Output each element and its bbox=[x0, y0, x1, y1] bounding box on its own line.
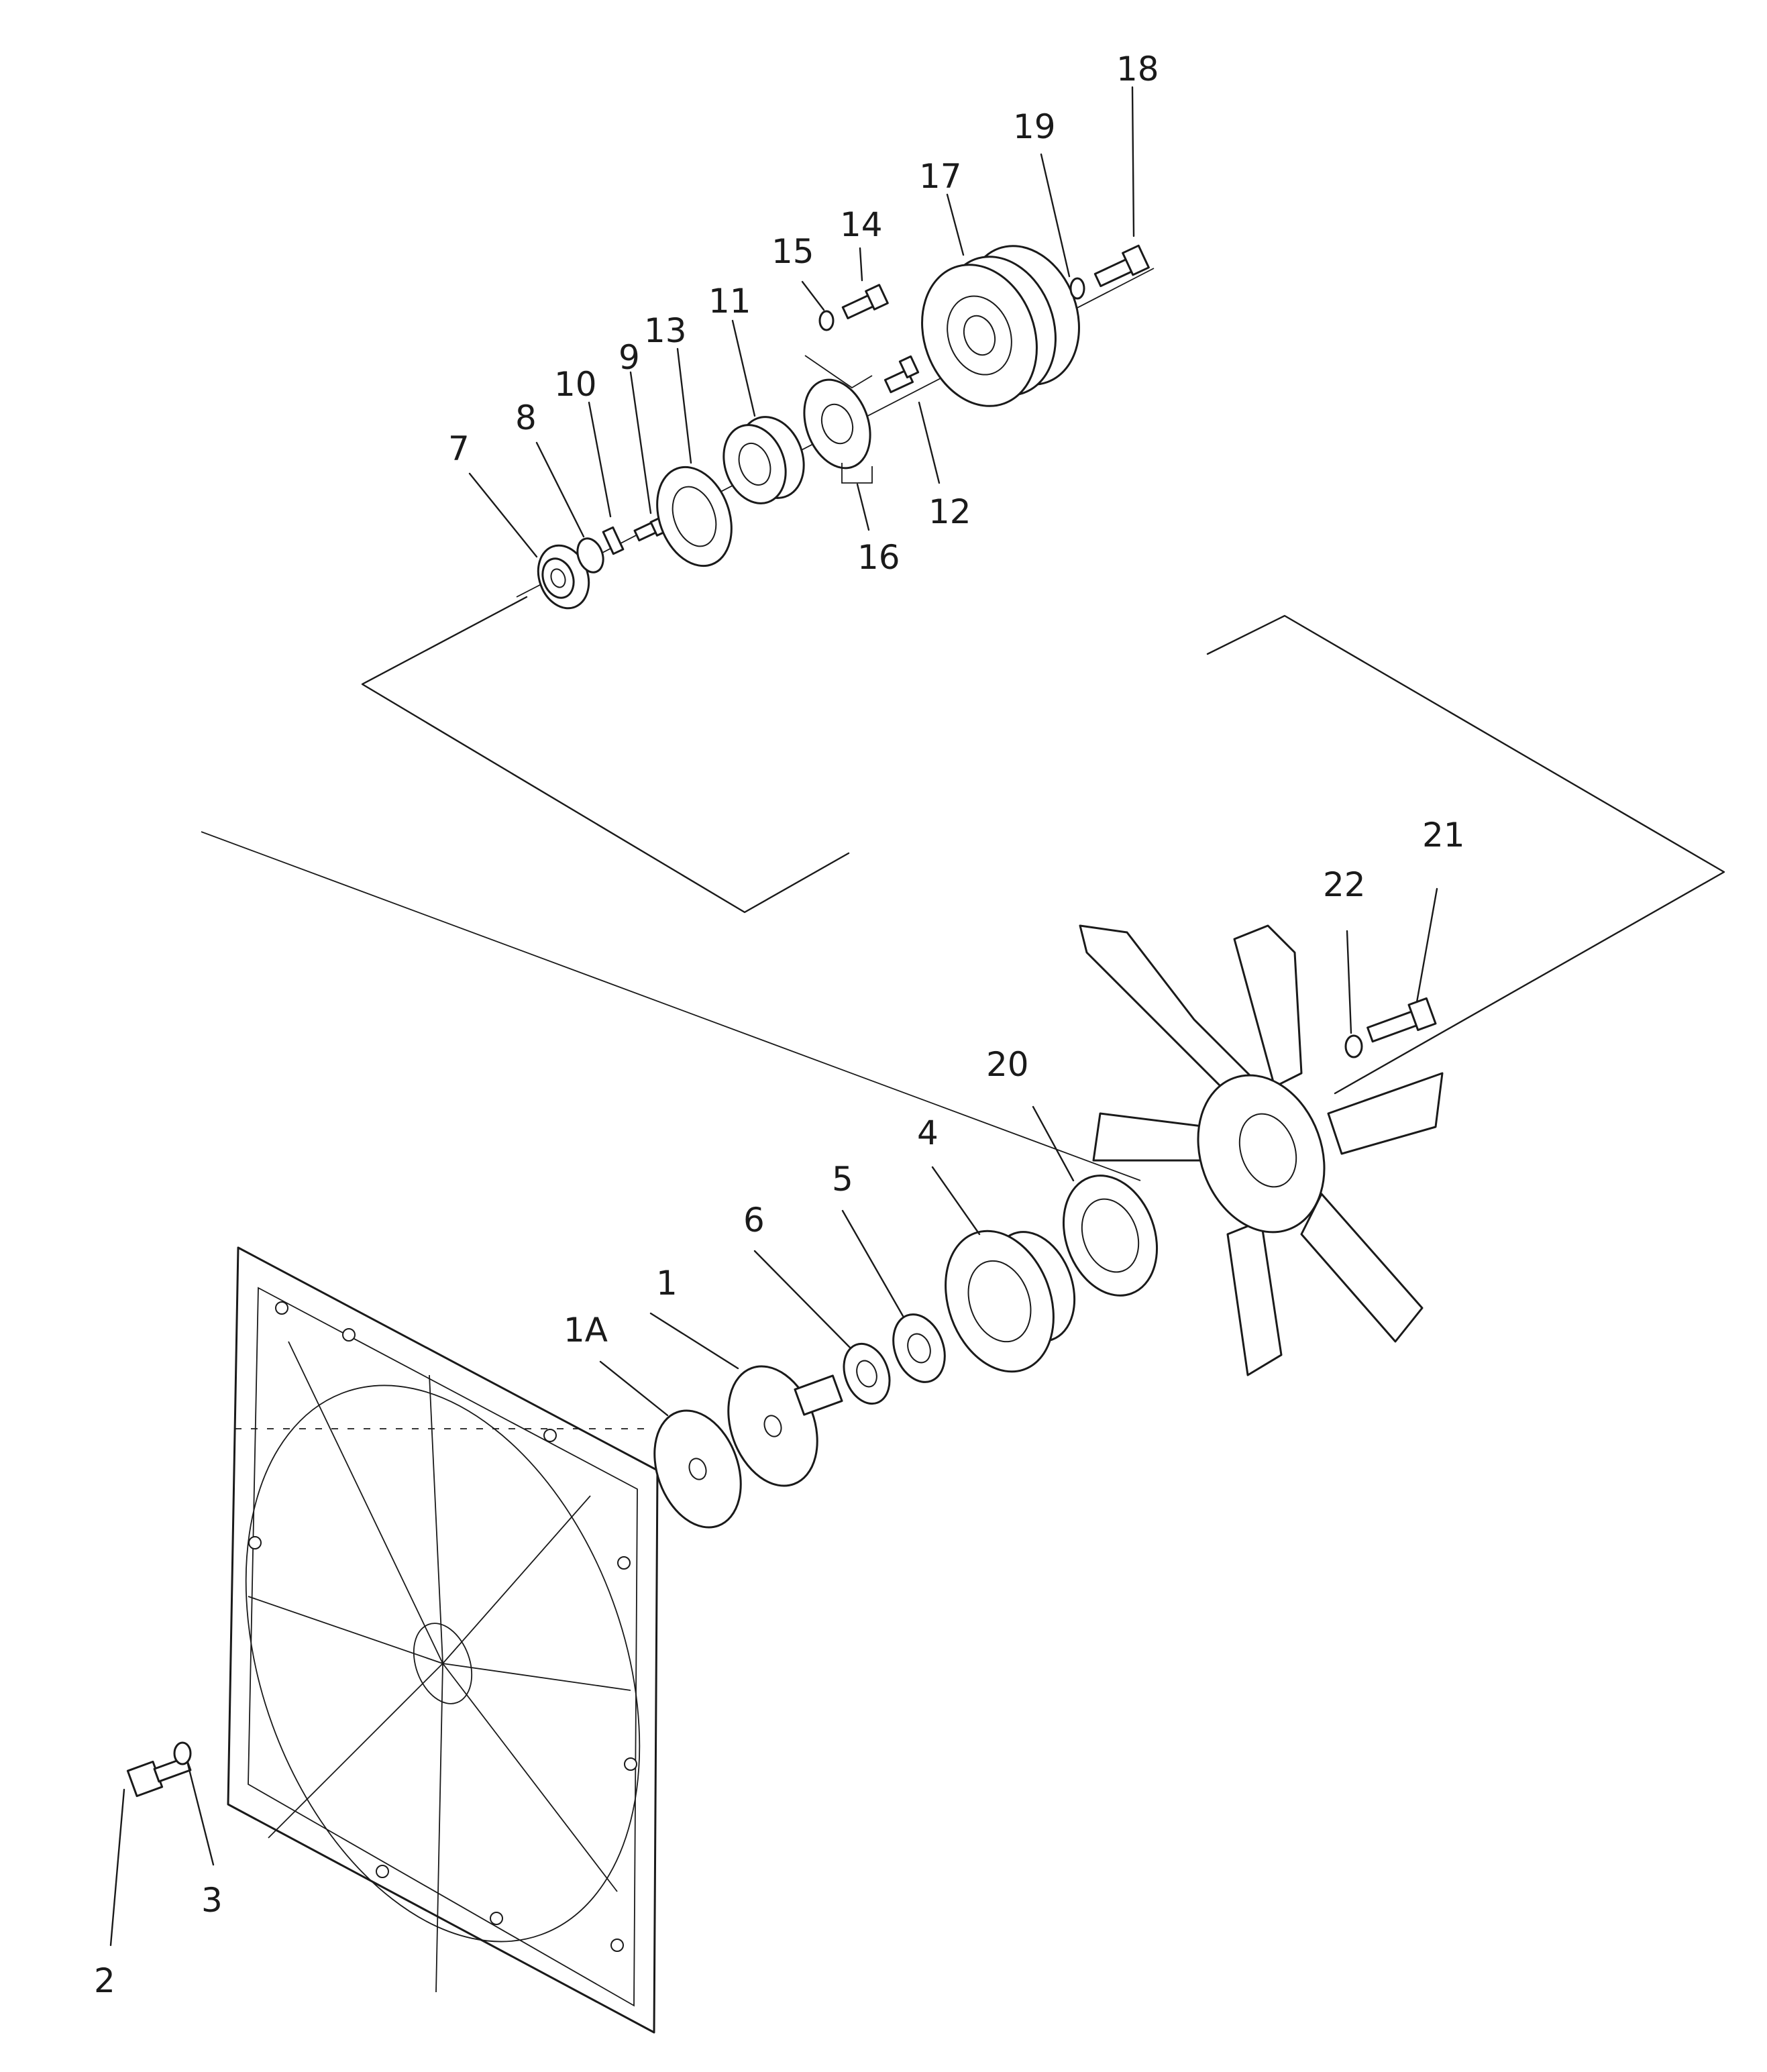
part-18-bolt bbox=[1093, 244, 1150, 287]
callout-13: 13 bbox=[644, 311, 687, 350]
lower-assembly bbox=[126, 831, 1444, 2034]
part-15-washer bbox=[818, 310, 835, 331]
part-4-housing bbox=[945, 1230, 1076, 1373]
callout-9: 9 bbox=[619, 338, 640, 377]
callout-7: 7 bbox=[448, 429, 470, 468]
part-10-lock-plate bbox=[602, 526, 625, 555]
callout-18: 18 bbox=[1116, 50, 1159, 89]
part-11-housing bbox=[722, 416, 805, 504]
fan-blades bbox=[1079, 924, 1444, 1376]
part-16-cover bbox=[803, 355, 873, 484]
part-17-pulley bbox=[921, 245, 1080, 407]
part-1-hub bbox=[727, 1365, 843, 1487]
callouts: 1 1A 2 3 4 5 6 7 8 9 10 11 12 13 14 15 1… bbox=[94, 50, 1465, 2000]
part-22-washer bbox=[1344, 1034, 1363, 1058]
part-1a-plate bbox=[653, 1409, 742, 1529]
callout-1: 1 bbox=[656, 1264, 678, 1303]
callout-22: 22 bbox=[1323, 865, 1366, 904]
part-7-bearing bbox=[537, 544, 590, 610]
callout-14: 14 bbox=[840, 205, 883, 244]
callout-20: 20 bbox=[986, 1045, 1029, 1084]
part-8-collar bbox=[576, 537, 604, 574]
part-20-spacer bbox=[1062, 1175, 1159, 1297]
upper-assembly bbox=[516, 244, 1155, 610]
callout-21: 21 bbox=[1422, 816, 1465, 855]
callout-3: 3 bbox=[201, 1881, 223, 1920]
reference-lines bbox=[235, 596, 1725, 1429]
callout-16: 16 bbox=[857, 538, 900, 577]
part-3-washer bbox=[173, 1741, 192, 1765]
callout-1a: 1A bbox=[564, 1311, 608, 1350]
part-14-bolt bbox=[841, 284, 889, 319]
callout-4: 4 bbox=[917, 1113, 939, 1152]
callout-17: 17 bbox=[919, 157, 962, 196]
callout-5: 5 bbox=[832, 1160, 853, 1199]
fan-shroud bbox=[227, 1246, 659, 2034]
callout-19: 19 bbox=[1013, 107, 1056, 146]
part-12-fitting bbox=[884, 355, 920, 394]
callout-11: 11 bbox=[708, 282, 751, 321]
callout-12: 12 bbox=[928, 492, 971, 531]
callout-2: 2 bbox=[94, 1961, 115, 2000]
part-21-bolt bbox=[1367, 997, 1437, 1043]
part-13-gasket bbox=[656, 466, 733, 567]
part-6-bearing bbox=[843, 1342, 891, 1405]
part-19-washer bbox=[1069, 277, 1085, 300]
callout-8: 8 bbox=[515, 398, 537, 437]
callout-10: 10 bbox=[554, 365, 597, 404]
part-5-bearing bbox=[892, 1313, 946, 1383]
leader-lines bbox=[109, 86, 1438, 1947]
callout-6: 6 bbox=[743, 1201, 765, 1240]
callout-15: 15 bbox=[771, 232, 814, 271]
